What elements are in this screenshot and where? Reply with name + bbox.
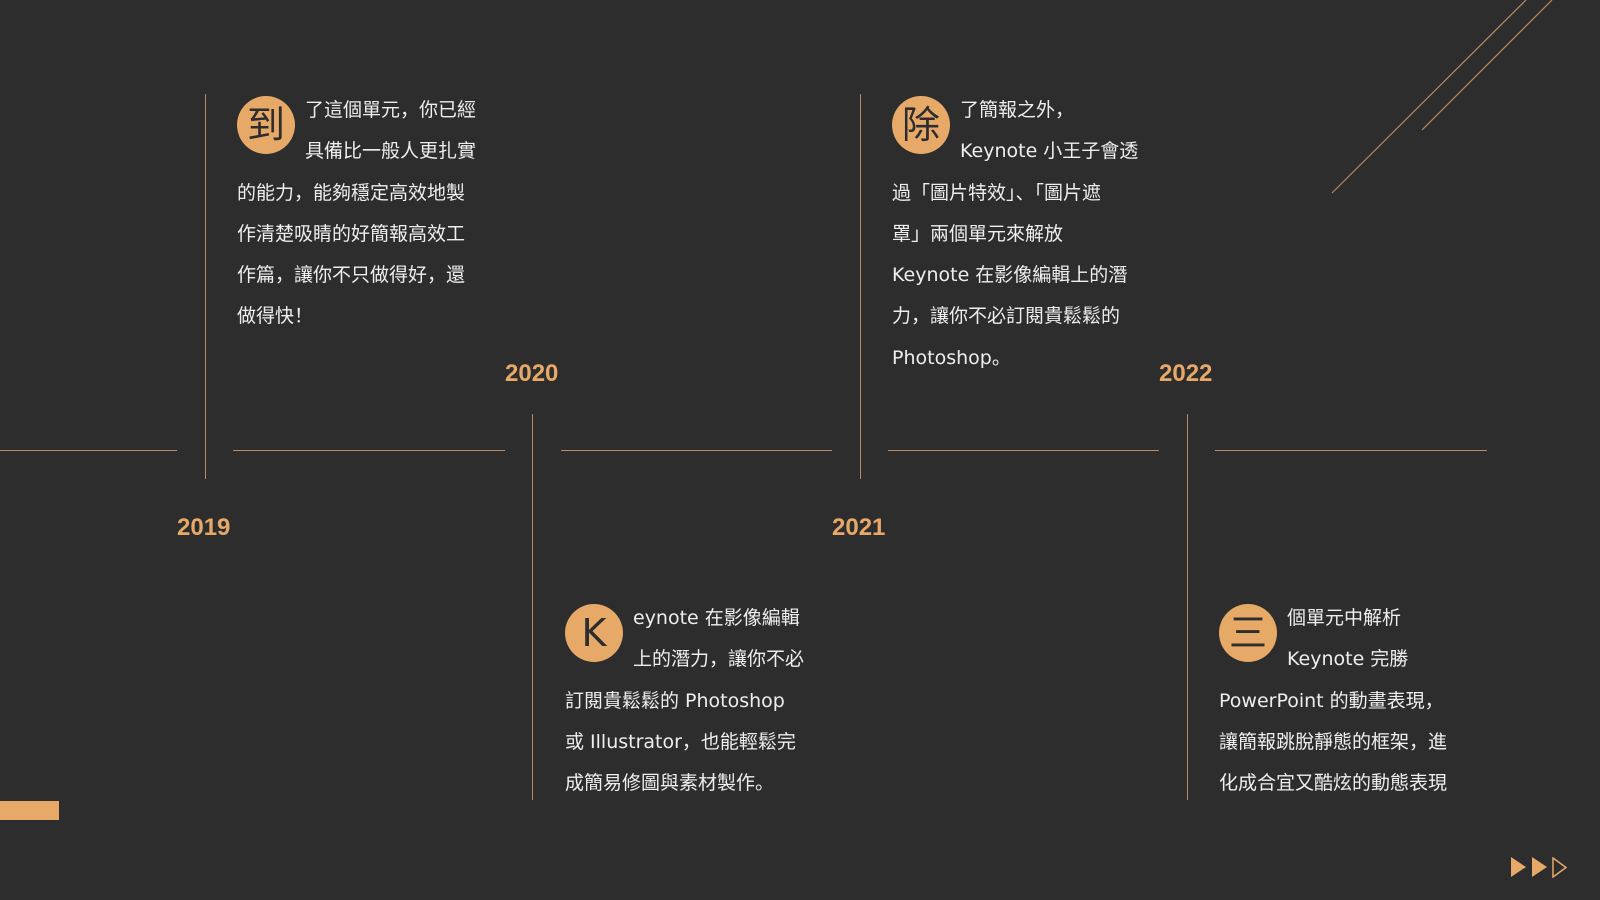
entry-text-line: 力，讓你不必訂閱貴鬆鬆的 xyxy=(892,305,1121,328)
entry-text-line: 讓簡報跳脫靜態的框架，進 xyxy=(1219,730,1448,753)
entry-text-line: 做得快！ xyxy=(237,305,314,328)
timeline-connector xyxy=(860,94,861,479)
entry-text-line: 罩」兩個單元來解放 xyxy=(892,222,1064,245)
timeline-connector xyxy=(532,414,533,800)
timeline-segment xyxy=(233,450,505,451)
drop-cap-badge: 除 xyxy=(892,96,950,154)
play-outline-icon[interactable] xyxy=(1552,857,1568,878)
entry-text-line: Keynote 完勝 xyxy=(1287,648,1409,671)
entry-text-line: 了這個單元，你已經 xyxy=(305,99,477,121)
timeline-entry-2022: 三 個單元中解析 Keynote 完勝 PowerPoint 的動畫表現， 讓簡… xyxy=(1219,598,1489,804)
year-label: 2019 xyxy=(177,514,231,541)
timeline-connector xyxy=(1187,414,1188,800)
timeline-entry-2020: K eynote 在影像編輯 上的潛力，讓你不必 訂閱貴鬆鬆的 Photosho… xyxy=(565,598,835,804)
entry-text-line: 過「圖片特效」、「圖片遮 xyxy=(892,181,1102,204)
timeline-entry-2019: 到 了這個單元，你已經 具備比一般人更扎實 的能力，能夠穩定高效地製 作清楚吸睛… xyxy=(237,90,497,338)
entry-text-line: 作清楚吸睛的好簡報高效工 xyxy=(237,222,466,245)
entry-text-line: Photoshop。 xyxy=(892,346,1011,369)
entry-text-line: 的能力，能夠穩定高效地製 xyxy=(237,181,466,204)
drop-cap-badge: K xyxy=(565,604,623,662)
entry-text-line: 個單元中解析 xyxy=(1287,607,1402,629)
entry-text-line: 訂閱貴鬆鬆的 Photoshop xyxy=(565,689,785,712)
timeline-entry-2021: 除 了簡報之外， Keynote 小王子會透 過「圖片特效」、「圖片遮 罩」兩個… xyxy=(892,90,1162,379)
entry-text-line: 作篇，讓你不只做得好，還 xyxy=(237,264,466,287)
accent-bar xyxy=(0,801,59,820)
entry-text-line: 或 Illustrator，也能輕鬆完 xyxy=(565,730,796,753)
entry-text-line: 化成合宜又酷炫的動態表現 xyxy=(1219,772,1448,795)
entry-text-line: eynote 在影像編輯 xyxy=(633,607,800,629)
timeline-segment xyxy=(0,450,177,451)
entry-text-line: 成簡易修圖與素材製作。 xyxy=(565,772,775,795)
year-label: 2021 xyxy=(832,514,886,541)
decorative-diagonal-lines xyxy=(1331,0,1553,194)
entry-text-line: 上的潛力，讓你不必 xyxy=(633,648,805,671)
drop-cap-badge: 到 xyxy=(237,96,295,154)
year-label: 2022 xyxy=(1159,360,1213,387)
timeline-segment xyxy=(888,450,1159,451)
play-filled-icon[interactable] xyxy=(1511,857,1526,877)
play-filled-icon[interactable] xyxy=(1532,857,1547,877)
year-label: 2020 xyxy=(505,360,559,387)
entry-text-line: 了簡報之外， xyxy=(960,99,1075,121)
entry-text-line: Keynote 小王子會透 xyxy=(960,140,1139,163)
entry-text-line: PowerPoint 的動畫表現， xyxy=(1219,689,1444,712)
entry-text-line: Keynote 在影像編輯上的潛 xyxy=(892,264,1128,287)
entry-text-line: 具備比一般人更扎實 xyxy=(305,140,477,163)
timeline-segment xyxy=(1215,450,1487,451)
timeline-connector xyxy=(205,94,206,479)
timeline-segment xyxy=(561,450,832,451)
drop-cap-badge: 三 xyxy=(1219,604,1277,662)
